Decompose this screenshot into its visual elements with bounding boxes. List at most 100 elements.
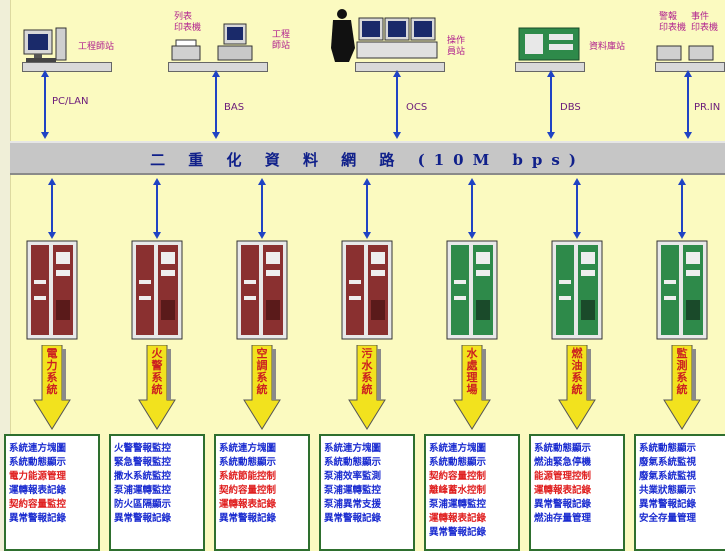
operator-console-icon	[331, 9, 438, 62]
function-item: 能源管理控制	[534, 471, 592, 482]
arrow-up-icon	[48, 178, 56, 185]
printer-icon	[171, 23, 253, 61]
page-frame	[0, 0, 11, 551]
subsystem-name: 監測系統	[676, 347, 688, 396]
function-item: 共業狀態顯示	[639, 485, 697, 496]
arrow-up-icon	[547, 70, 555, 77]
link-label: DBS	[560, 102, 581, 113]
arrow-down-icon	[48, 232, 56, 239]
database-server-icon	[518, 27, 580, 61]
network-link	[215, 74, 217, 134]
subsystem-name: 電力系統	[46, 347, 58, 396]
node-label: 事件	[691, 12, 710, 22]
controller-cabinet-icon	[236, 240, 288, 340]
arrow-up-icon	[363, 178, 371, 185]
arrow-up-icon	[684, 70, 692, 77]
network-link	[396, 74, 398, 134]
printer-icon	[656, 45, 714, 61]
function-item: 防火區隔顯示	[114, 499, 172, 510]
function-item: 異常警報記錄	[219, 513, 277, 524]
network-link	[687, 74, 689, 134]
flow-arrow-icon	[558, 345, 596, 430]
subsystem-name: 火警系統	[151, 347, 163, 396]
ocs-node: 操作 員站	[325, 8, 465, 88]
controller-cabinet-icon	[551, 240, 603, 340]
node-label: 操作	[447, 36, 466, 46]
flow-arrow-icon	[243, 345, 281, 430]
arrow-down-icon	[393, 132, 401, 139]
arrow-up-icon	[468, 178, 476, 185]
node-label: 資料庫站	[589, 42, 626, 52]
node-label: 工程師站	[78, 42, 115, 52]
function-item: 運轉報表記錄	[534, 485, 592, 496]
controller-cabinet-icon	[341, 240, 393, 340]
arrow-down-icon	[153, 232, 161, 239]
function-item: 火警警報監控	[114, 443, 172, 454]
flow-arrow-icon	[138, 345, 176, 430]
arrow-down-icon	[468, 232, 476, 239]
network-link	[156, 182, 158, 234]
arrow-down-icon	[547, 132, 555, 139]
function-item: 廢氣系統監視	[639, 457, 697, 468]
dbs-node: 資料庫站	[515, 8, 625, 88]
network-link	[471, 182, 473, 234]
node-platform	[22, 62, 112, 72]
flow-arrow-icon	[33, 345, 71, 430]
arrow-up-icon	[393, 70, 401, 77]
controller-cabinet-icon	[26, 240, 78, 340]
controller-cabinet-icon	[656, 240, 708, 340]
arrow-up-icon	[41, 70, 49, 77]
arrow-up-icon	[212, 70, 220, 77]
function-list-panel: 系統連方塊圖系統動態顯示契約容量控制離峰蓄水控制泵浦運轉監控運轉報表記錄異常警報…	[424, 434, 520, 551]
link-label: OCS	[406, 102, 428, 113]
function-item: 緊急警報監控	[114, 457, 172, 468]
link-label: BAS	[224, 102, 245, 113]
arrow-down-icon	[212, 132, 220, 139]
function-item: 異常警報記錄	[114, 513, 172, 524]
function-item: 異常警報記錄	[429, 527, 487, 538]
function-item: 系統動態顯示	[639, 443, 697, 454]
function-item: 運轉報表記錄	[429, 513, 487, 524]
flow-arrow-icon	[348, 345, 386, 430]
network-link	[681, 182, 683, 234]
function-list-panel: 系統連方塊圖系統動態顯示系統節能控制契約容量控制運轉報表記錄異常警報記錄	[214, 434, 310, 551]
function-item: 系統節能控制	[219, 471, 277, 482]
link-label: PC/LAN	[52, 96, 89, 107]
node-label: 警報	[659, 12, 678, 22]
node-label: 師站	[272, 41, 291, 51]
function-item: 系統連方塊圖	[429, 443, 487, 454]
node-label: 員站	[447, 47, 466, 57]
function-item: 契約容量監控	[9, 499, 67, 510]
function-item: 系統連方塊圖	[9, 443, 67, 454]
function-item: 異常警報記錄	[324, 513, 382, 524]
function-item: 契約容量控制	[429, 471, 487, 482]
arrow-down-icon	[258, 232, 266, 239]
function-item: 離峰蓄水控制	[429, 485, 487, 496]
function-item: 契約容量控制	[219, 485, 277, 496]
function-list-panel: 系統連方塊圖系統動態顯示泵浦效率監測泵浦運轉監控泵浦異常支援異常警報記錄	[319, 434, 415, 551]
printer-node: 警報 印表機 事件 印表機	[655, 8, 725, 88]
node-label: 印表機	[174, 23, 202, 33]
flow-arrow-icon	[453, 345, 491, 430]
node-label: 列表	[174, 12, 193, 22]
subsystem-name: 空調系統	[256, 347, 268, 396]
subsystem-name: 污水系統	[361, 347, 373, 396]
arrow-down-icon	[41, 132, 49, 139]
flow-arrow-icon	[663, 345, 701, 430]
network-link	[366, 182, 368, 234]
function-item: 異常警報記錄	[9, 513, 67, 524]
function-item: 異常警報記錄	[534, 499, 592, 510]
arrow-down-icon	[678, 232, 686, 239]
function-list-panel: 系統動態顯示燃油緊急停機能源管理控制運轉報表記錄異常警報記錄燃油存量管理	[529, 434, 625, 551]
function-item: 安全存量管理	[639, 513, 697, 524]
function-item: 泵浦運轉監控	[429, 499, 487, 510]
function-item: 系統動態顯示	[534, 443, 592, 454]
function-item: 泵浦效率監測	[324, 471, 382, 482]
link-label: PR.IN	[694, 102, 721, 113]
arrow-down-icon	[684, 132, 692, 139]
arrow-up-icon	[678, 178, 686, 185]
bus-title: 二 重 化 資 料 網 路 (10M bps)	[150, 151, 585, 169]
arrow-up-icon	[153, 178, 161, 185]
function-item: 泵浦運轉監控	[114, 485, 172, 496]
arrow-up-icon	[573, 178, 581, 185]
